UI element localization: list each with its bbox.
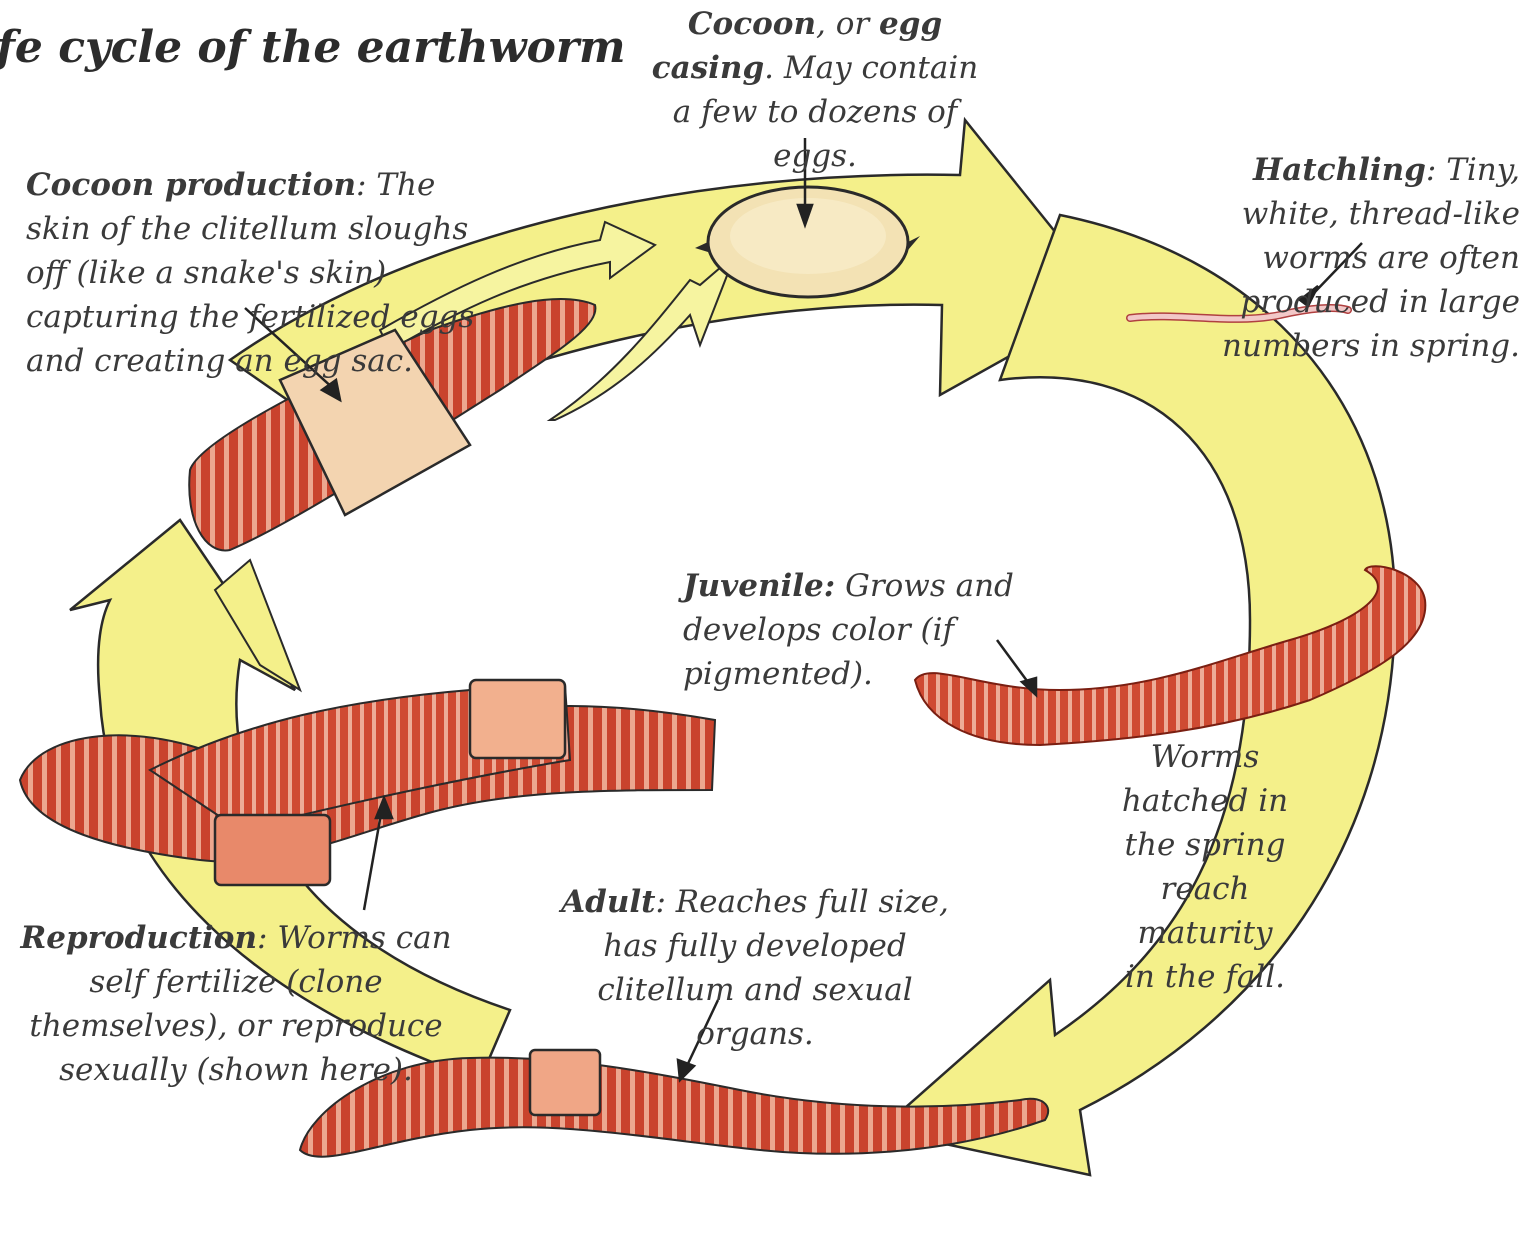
label-reproduction: Reproduction: Worms can self fertilize (… <box>6 916 466 1092</box>
label-juvenile-name: Juvenile: <box>683 568 835 604</box>
adult-clitellum <box>530 1050 600 1115</box>
label-cocoon-name: Cocoon <box>688 6 816 42</box>
label-adult-name: Adult <box>561 884 655 920</box>
label-cocoon-production-name: Cocoon production <box>26 167 356 203</box>
label-reproduction-name: Reproduction <box>20 920 257 956</box>
label-cocoon-production: Cocoon production: The skin of the clite… <box>26 163 476 383</box>
label-adult: Adult: Reaches full size, has fully deve… <box>545 880 965 1056</box>
diagram-title: fe cycle of the earthworm <box>0 22 626 73</box>
label-maturity-note: Worms hatched in the spring reach maturi… <box>1120 735 1290 999</box>
label-hatchling-name: Hatchling <box>1253 152 1426 188</box>
label-cocoon: Cocoon, or egg casing. May contain a few… <box>640 2 990 178</box>
label-juvenile: Juvenile: Grows and develops color (if p… <box>683 564 1123 696</box>
label-hatchling: Hatchling: Tiny, white, thread-like worm… <box>1160 148 1520 368</box>
